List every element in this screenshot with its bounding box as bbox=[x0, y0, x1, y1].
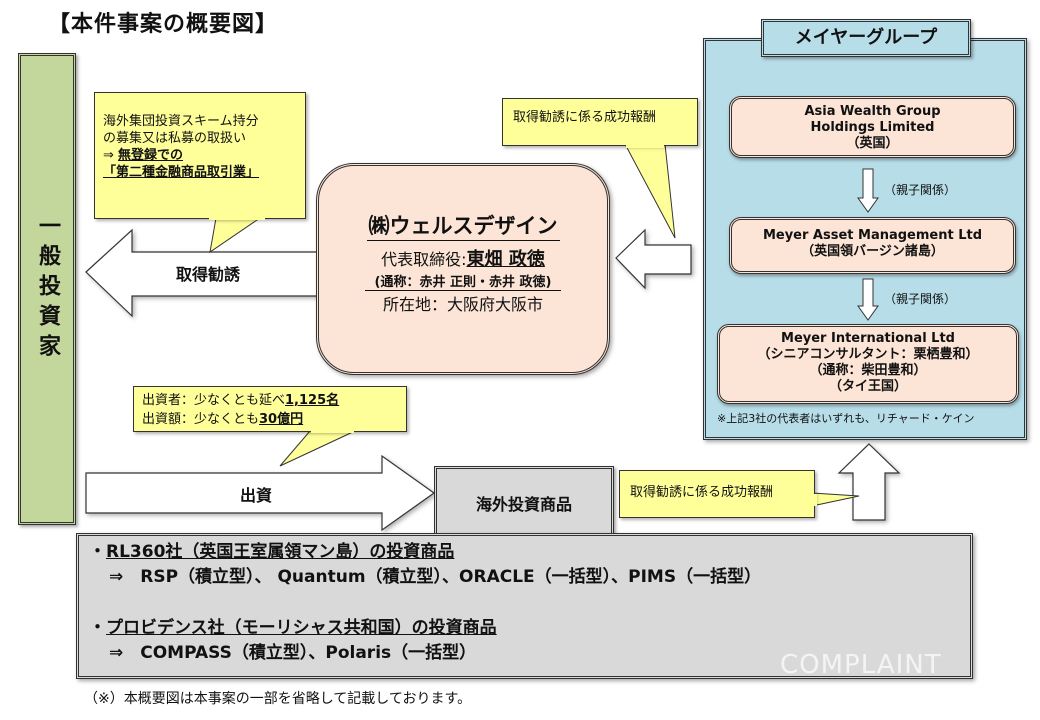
product-group-items: ⇒ COMPASS（積立型）、Polaris（一括型） bbox=[109, 643, 477, 663]
company-line: （通称：柴田豊和） bbox=[809, 363, 927, 378]
product-group-providence: ・プロビデンス社（モーリシャス共和国）の投資商品 bbox=[89, 616, 960, 641]
callout-investors-tail-cover bbox=[311, 428, 354, 433]
company-line: Meyer Asset Management Ltd bbox=[762, 228, 983, 243]
representative: 代表取締役:東畑 政徳 bbox=[319, 245, 607, 271]
representative-name: 東畑 政徳 bbox=[466, 249, 545, 270]
callout-reward-top-tail-cover bbox=[626, 143, 664, 148]
company-line: Meyer International Ltd bbox=[781, 331, 955, 346]
callout-reward-top-tail bbox=[624, 143, 676, 239]
down-arrow-icon bbox=[857, 278, 879, 321]
relation-label: （親子関係） bbox=[884, 183, 957, 197]
investment-products-list: ・RL360社（英国王室属領マン島）の投資商品 ⇒ RSP（積立型）、 Quan… bbox=[76, 533, 973, 679]
investment-arrow bbox=[85, 454, 436, 532]
company-asia-wealth-group: Asia Wealth Group Holdings Limited （英国） bbox=[729, 96, 1016, 158]
wealth-design-box: ㈱ウェルスデザイン 代表取締役:東畑 政徳 (通称：赤井 正則・赤井 政徳) 所… bbox=[316, 163, 610, 375]
reward-arrow-left bbox=[615, 228, 692, 290]
general-investors-label: 一般投資家 bbox=[35, 214, 60, 364]
callout-reward-bottom: 取得勧誘に係る成功報酬 bbox=[619, 470, 815, 518]
callout-reward-bottom-text: 取得勧誘に係る成功報酬 bbox=[630, 485, 774, 500]
company-line: Holdings Limited bbox=[810, 120, 935, 135]
investment-amount-label: 出資額：少なくとも bbox=[142, 412, 260, 427]
company-meyer-asset-management: Meyer Asset Management Ltd （英国領バージン諸島） bbox=[729, 217, 1016, 274]
general-investors-box: 一般投資家 bbox=[18, 53, 76, 525]
company-meyer-international: Meyer International Ltd （シニアコンサルタント：栗栖豊和… bbox=[717, 324, 1019, 404]
product-group-title: プロビデンス社（モーリシャス共和国）の投資商品 bbox=[106, 618, 497, 638]
callout-reward-bottom-tail-cover bbox=[812, 494, 817, 506]
meyer-representative-note: ※上記3社の代表者はいずれも、リチャード・ケイン bbox=[717, 412, 975, 425]
relation-label: （親子関係） bbox=[884, 292, 957, 306]
callout-scheme-line4: 「第二種金融商品取引業」 bbox=[103, 165, 260, 180]
callout-reward-top: 取得勧誘に係る成功報酬 bbox=[502, 98, 698, 146]
product-group-items: ⇒ RSP（積立型）、 Quantum（積立型）、ORACLE（一括型）、PIM… bbox=[109, 567, 762, 587]
footnote: （※）本概要図は本事案の一部を省略して記載しております。 bbox=[84, 691, 472, 707]
overseas-investment-product-box: 海外投資商品 bbox=[434, 466, 614, 544]
bullet: ・ bbox=[89, 542, 106, 562]
company-line: （タイ王国） bbox=[828, 379, 907, 394]
company-line: Asia Wealth Group bbox=[804, 104, 941, 119]
company-address: 所在地：大阪府大阪市 bbox=[382, 295, 543, 314]
callout-scheme-line3: 無登録での bbox=[118, 148, 184, 163]
solicitation-arrow-label: 取得勧誘 bbox=[176, 265, 241, 284]
down-arrow-icon bbox=[857, 168, 879, 213]
investors-count-value: 1,125名 bbox=[285, 393, 340, 408]
callout-scheme-line2: の募集又は私募の取扱い bbox=[103, 131, 247, 146]
company-line: （英国領バージン諸島） bbox=[801, 244, 944, 259]
investment-arrow-label: 出資 bbox=[240, 486, 273, 505]
bullet: ・ bbox=[89, 618, 106, 638]
callout-scheme-tail bbox=[209, 217, 262, 254]
company-line: （シニアコンサルタント：栗栖豊和） bbox=[757, 347, 979, 362]
product-group-rl360: ・RL360社（英国王室属領マン島）の投資商品 bbox=[89, 540, 960, 565]
callout-reward-bottom-tail bbox=[811, 492, 860, 507]
watermark: COMPLAINT bbox=[780, 650, 942, 680]
callout-scheme-line1: 海外集団投資スキーム持分 bbox=[103, 114, 259, 129]
callout-scheme-arrow: ⇒ bbox=[103, 148, 119, 163]
page-title: 【本件事案の概要図】 bbox=[48, 12, 279, 37]
representative-alias: (通称：赤井 正則・赤井 政徳) bbox=[364, 271, 562, 291]
callout-reward-top-text: 取得勧誘に係る成功報酬 bbox=[513, 110, 657, 125]
company-name: ㈱ウェルスデザイン bbox=[366, 210, 560, 241]
investors-count-label: 出資者：少なくとも延べ bbox=[142, 393, 286, 408]
representative-label: 代表取締役: bbox=[381, 250, 467, 269]
product-group-title: RL360社（英国王室属領マン島）の投資商品 bbox=[106, 542, 455, 562]
callout-scheme-tail-cover bbox=[209, 214, 265, 220]
reward-arrow-up bbox=[837, 443, 901, 521]
callout-investors: 出資者：少なくとも延べ1,125名 出資額：少なくとも30億円 bbox=[133, 386, 407, 432]
investment-amount-value: 30億円 bbox=[259, 412, 304, 427]
company-line: （英国） bbox=[846, 136, 899, 151]
callout-unregistered-business: 海外集団投資スキーム持分 の募集又は私募の取扱い ⇒ 無登録での 「第二種金融商… bbox=[94, 92, 306, 219]
meyer-group-title: メイヤーグループ bbox=[761, 19, 971, 57]
